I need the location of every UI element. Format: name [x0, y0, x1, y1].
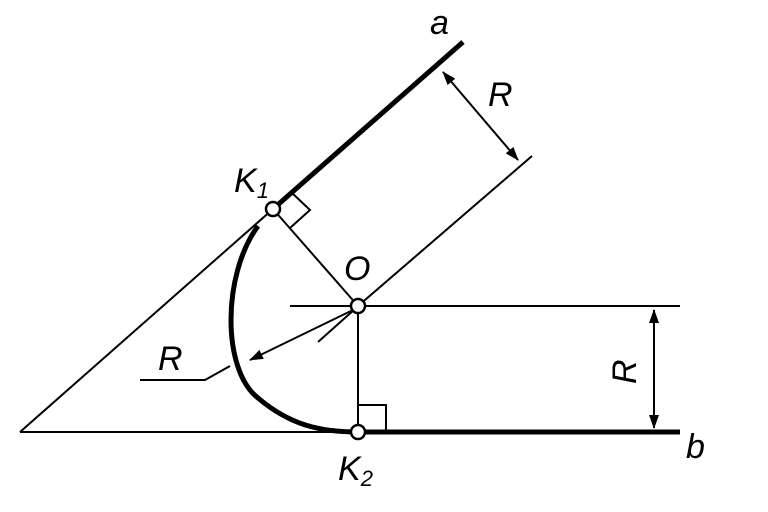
radius-arrow-arc — [249, 308, 356, 361]
perpendicular-o-k1 — [272, 208, 359, 307]
right-angle-marker-k1 — [289, 191, 312, 229]
line-a-thin-segment — [19, 208, 274, 433]
line-a-thick-segment — [271, 40, 465, 211]
label-radius-arc: R — [158, 340, 183, 378]
tangent-point-k1-marker — [264, 200, 282, 218]
label-radius-vertical: R — [606, 359, 644, 384]
radius-leader-line — [140, 365, 231, 381]
dimension-arrow-parallel — [442, 71, 519, 161]
center-point-o-marker — [349, 297, 367, 315]
label-radius-parallel: R — [488, 76, 513, 114]
radius-arrow-tail — [317, 308, 356, 343]
label-line-b: b — [686, 428, 705, 466]
fillet-arc — [228, 224, 359, 435]
parallel-line-to-a — [357, 155, 533, 307]
right-angle-marker-k2 — [358, 404, 387, 432]
label-tangent-point-k1: K1 — [234, 162, 269, 203]
label-center-o: O — [344, 250, 370, 288]
label-line-a: a — [430, 4, 449, 42]
label-tangent-point-k2: K2 — [338, 450, 373, 491]
tangent-point-k2-marker — [349, 423, 367, 441]
